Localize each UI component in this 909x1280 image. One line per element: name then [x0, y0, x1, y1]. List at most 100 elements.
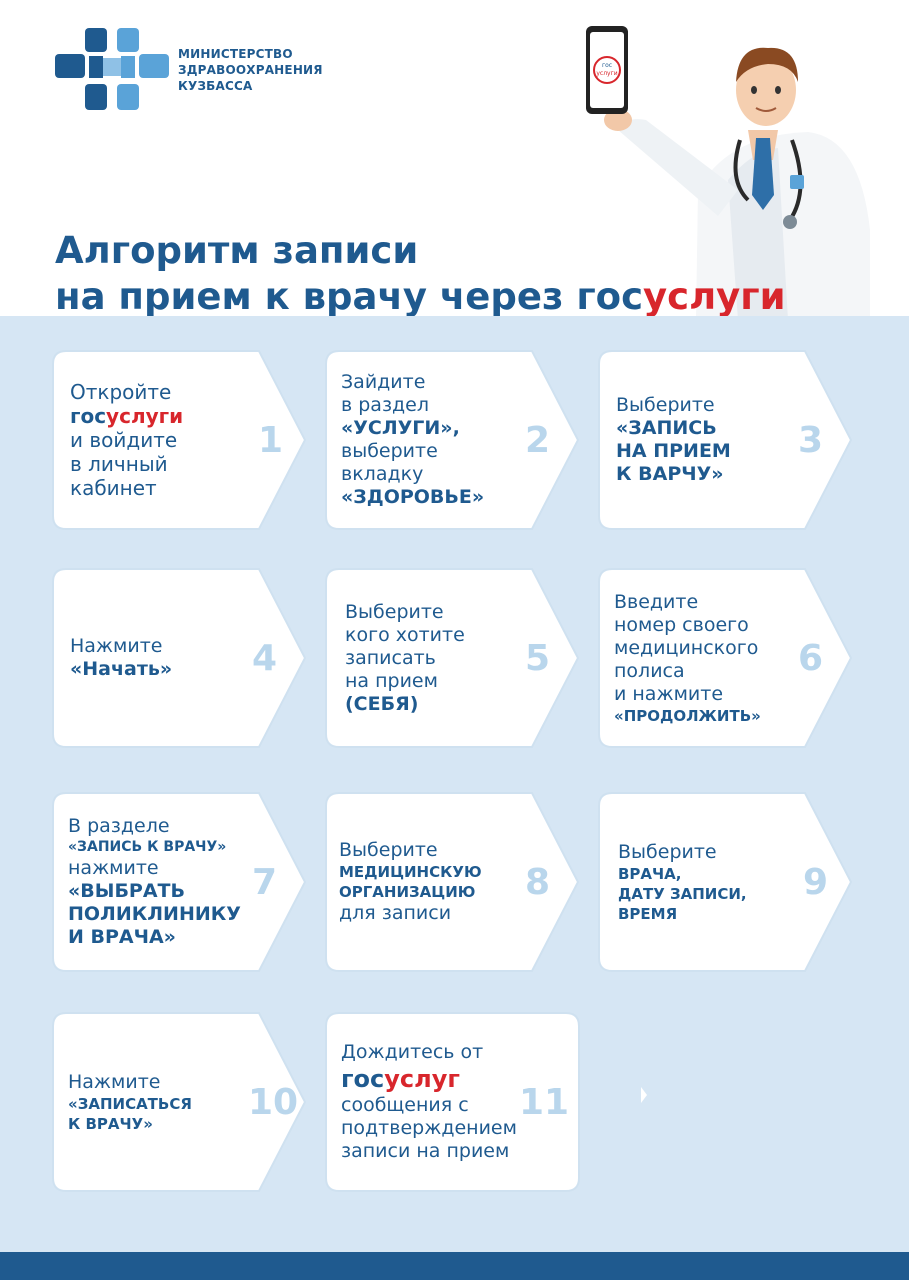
step-card-1: Откройте госуслуги и войдите в личный ка… [52, 350, 307, 530]
step-4-line: Нажмите [70, 635, 163, 657]
step-card-2: Зайдите в раздел «УСЛУГИ», выберите вкла… [325, 350, 580, 530]
step-number-7: 7 [252, 862, 278, 903]
decorative-arrow-icon [641, 1087, 647, 1103]
step-card-8: Выберите МЕДИЦИНСКУЮ ОРГАНИЗАЦИЮ для зап… [325, 792, 580, 972]
step-card-3: Выберите «ЗАПИСЬ НА ПРИЕМ К ВАРЧУ» 3 [598, 350, 853, 530]
step-10-line: Нажмите [68, 1070, 161, 1093]
step-1-line: в личный [70, 452, 168, 476]
step-8-line: ОРГАНИЗАЦИЮ [339, 883, 476, 901]
step-10-line: К ВРАЧУ» [68, 1114, 153, 1133]
step-3-line: Выберите [616, 394, 715, 416]
step-6-line: номер своего [614, 613, 749, 636]
step-7-line: «ВЫБРАТЬ [68, 880, 185, 902]
step-11-line: Дождитесь от [341, 1041, 484, 1063]
step-number-5: 5 [525, 638, 551, 679]
step-number-11: 11 [519, 1082, 570, 1123]
step-3-text: Выберите «ЗАПИСЬ НА ПРИЕМ К ВАРЧУ» [616, 350, 806, 530]
step-2-text: Зайдите в раздел «УСЛУГИ», выберите вкла… [341, 350, 531, 530]
step-6-line: и нажмите [614, 682, 724, 705]
step-number-6: 6 [798, 638, 824, 679]
step-2-line: в раздел [341, 394, 430, 416]
ministry-line-3: КУЗБАССА [178, 79, 253, 93]
step-number-2: 2 [525, 420, 551, 461]
step-11-gos: гос [341, 1065, 385, 1093]
step-11-line: подтверждением [341, 1117, 517, 1139]
step-6-text: Введите номер своего медицинского полиса… [614, 568, 814, 748]
phone-logo-top: гос [602, 62, 612, 69]
step-5-text: Выберите кого хотите записать на прием (… [345, 568, 535, 748]
footer-bar [0, 1252, 909, 1280]
step-6-line: медицинского [614, 636, 759, 659]
step-number-8: 8 [525, 862, 551, 903]
step-6-line: Введите [614, 590, 699, 613]
step-5-line: кого хотите [345, 623, 465, 646]
step-8-text: Выберите МЕДИЦИНСКУЮ ОРГАНИЗАЦИЮ для зап… [339, 792, 529, 972]
title-line-1: Алгоритм записи [55, 229, 419, 272]
step-2-line: Зайдите [341, 371, 426, 393]
step-5-line: (СЕБЯ) [345, 692, 419, 715]
step-7-text: В разделе «ЗАПИСЬ К ВРАЧУ» нажмите «ВЫБР… [68, 792, 268, 972]
step-11-line: сообщения с [341, 1094, 469, 1116]
step-2-line: вкладку [341, 463, 424, 485]
step-7-line: «ЗАПИСЬ К ВРАЧУ» [68, 839, 227, 855]
step-7-line: В разделе [68, 815, 170, 837]
step-11-line: записи на прием [341, 1140, 510, 1162]
title-line-2-prefix: на прием к врачу через гос [55, 275, 644, 318]
ministry-logo [55, 28, 169, 110]
step-5-line: на прием [345, 669, 438, 692]
step-number-4: 4 [252, 638, 278, 679]
title-line-2-accent: услуги [643, 275, 786, 318]
step-9-line: ВРАЧА, [618, 864, 682, 883]
step-11-uslug: услуг [384, 1065, 460, 1093]
step-4-text: Нажмите «Начать» [70, 568, 260, 748]
step-1-text: Откройте госуслуги и войдите в личный ка… [70, 350, 260, 530]
step-9-line: ДАТУ ЗАПИСИ, [618, 884, 747, 903]
step-card-11: Дождитесь от госуслуг сообщения с подтве… [325, 1012, 580, 1192]
step-1-uslugi: услуги [106, 404, 184, 428]
step-11-gosuslug: госуслуг [341, 1064, 551, 1094]
step-10-text: Нажмите «ЗАПИСАТЬСЯ К ВРАЧУ» [68, 1012, 258, 1192]
step-1-gos: гос [70, 404, 107, 428]
step-8-line: МЕДИЦИНСКУЮ [339, 863, 482, 881]
step-3-line: «ЗАПИСЬ [616, 417, 717, 439]
step-9-line: ВРЕМЯ [618, 904, 678, 923]
ministry-name: МИНИСТЕРСТВО ЗДРАВООХРАНЕНИЯ КУЗБАССА [178, 46, 323, 94]
title-line-2: на прием к врачу через госуслуги [55, 274, 786, 320]
step-card-9: Выберите ВРАЧА, ДАТУ ЗАПИСИ, ВРЕМЯ 9 [598, 792, 853, 972]
step-10-line: «ЗАПИСАТЬСЯ [68, 1094, 192, 1113]
step-2-line: «УСЛУГИ», [341, 417, 460, 439]
step-7-line: ПОЛИКЛИНИКУ [68, 903, 241, 925]
step-7-line: нажмите [68, 857, 159, 879]
page-title: Алгоритм записи на прием к врачу через г… [55, 228, 786, 320]
step-card-10: Нажмите «ЗАПИСАТЬСЯ К ВРАЧУ» 10 [52, 1012, 307, 1192]
step-number-1: 1 [258, 420, 284, 461]
ministry-line-2: ЗДРАВООХРАНЕНИЯ [178, 63, 323, 77]
step-7-line: И ВРАЧА» [68, 926, 176, 948]
step-2-line: «ЗДОРОВЬЕ» [341, 486, 485, 508]
step-5-line: записать [345, 646, 436, 669]
step-card-5: Выберите кого хотите записать на прием (… [325, 568, 580, 748]
step-1-line: и войдите [70, 428, 178, 452]
step-card-7: В разделе «ЗАПИСЬ К ВРАЧУ» нажмите «ВЫБР… [52, 792, 307, 972]
step-4-line: «Начать» [70, 658, 173, 680]
step-8-line: для записи [339, 902, 452, 924]
step-card-4: Нажмите «Начать» 4 [52, 568, 307, 748]
step-card-6: Введите номер своего медицинского полиса… [598, 568, 853, 748]
step-5-line: Выберите [345, 600, 444, 623]
step-1-line: кабинет [70, 476, 157, 500]
step-3-line: К ВАРЧУ» [616, 463, 724, 485]
step-6-line: «ПРОДОЛЖИТЬ» [614, 706, 761, 725]
step-3-line: НА ПРИЕМ [616, 440, 731, 462]
step-9-line: Выберите [618, 840, 717, 863]
ministry-line-1: МИНИСТЕРСТВО [178, 47, 293, 61]
phone-logo-bottom: услуги [596, 70, 617, 77]
step-8-line: Выберите [339, 839, 438, 861]
step-9-text: Выберите ВРАЧА, ДАТУ ЗАПИСИ, ВРЕМЯ [618, 792, 808, 972]
step-number-9: 9 [803, 862, 829, 903]
doctor-illustration: гос услуги [586, 26, 870, 320]
step-number-10: 10 [248, 1082, 299, 1123]
step-6-line: полиса [614, 659, 685, 682]
step-1-gosuslugi: госуслуги [70, 404, 260, 428]
step-2-line: выберите [341, 440, 438, 462]
step-11-text: Дождитесь от госуслуг сообщения с подтве… [341, 1012, 551, 1192]
